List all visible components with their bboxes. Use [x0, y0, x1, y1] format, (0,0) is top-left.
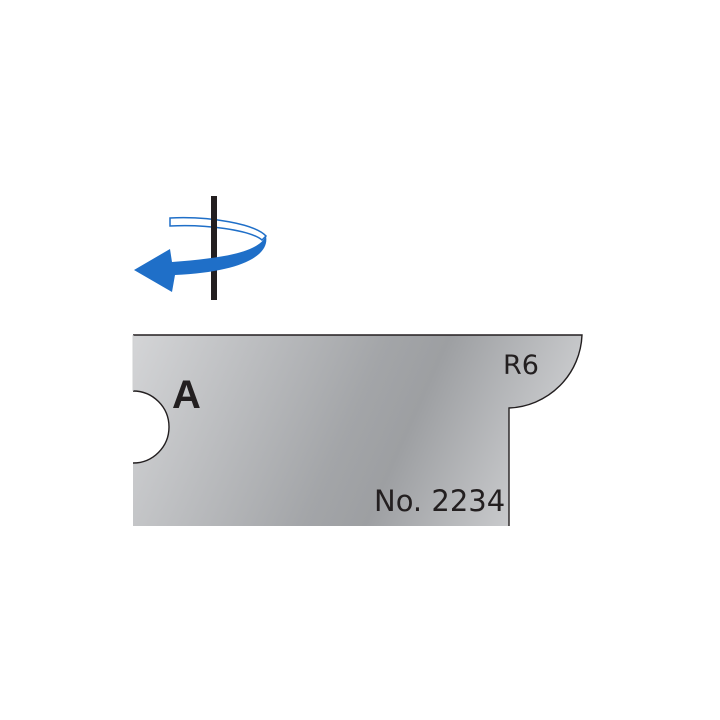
knife-profile [132, 334, 583, 526]
spindle-icon [211, 196, 217, 300]
rotation-arrow-icon [134, 196, 268, 300]
side-label: A [172, 373, 201, 417]
radius-label: R6 [503, 350, 539, 381]
part-number-label: No. 2234 [374, 484, 506, 518]
